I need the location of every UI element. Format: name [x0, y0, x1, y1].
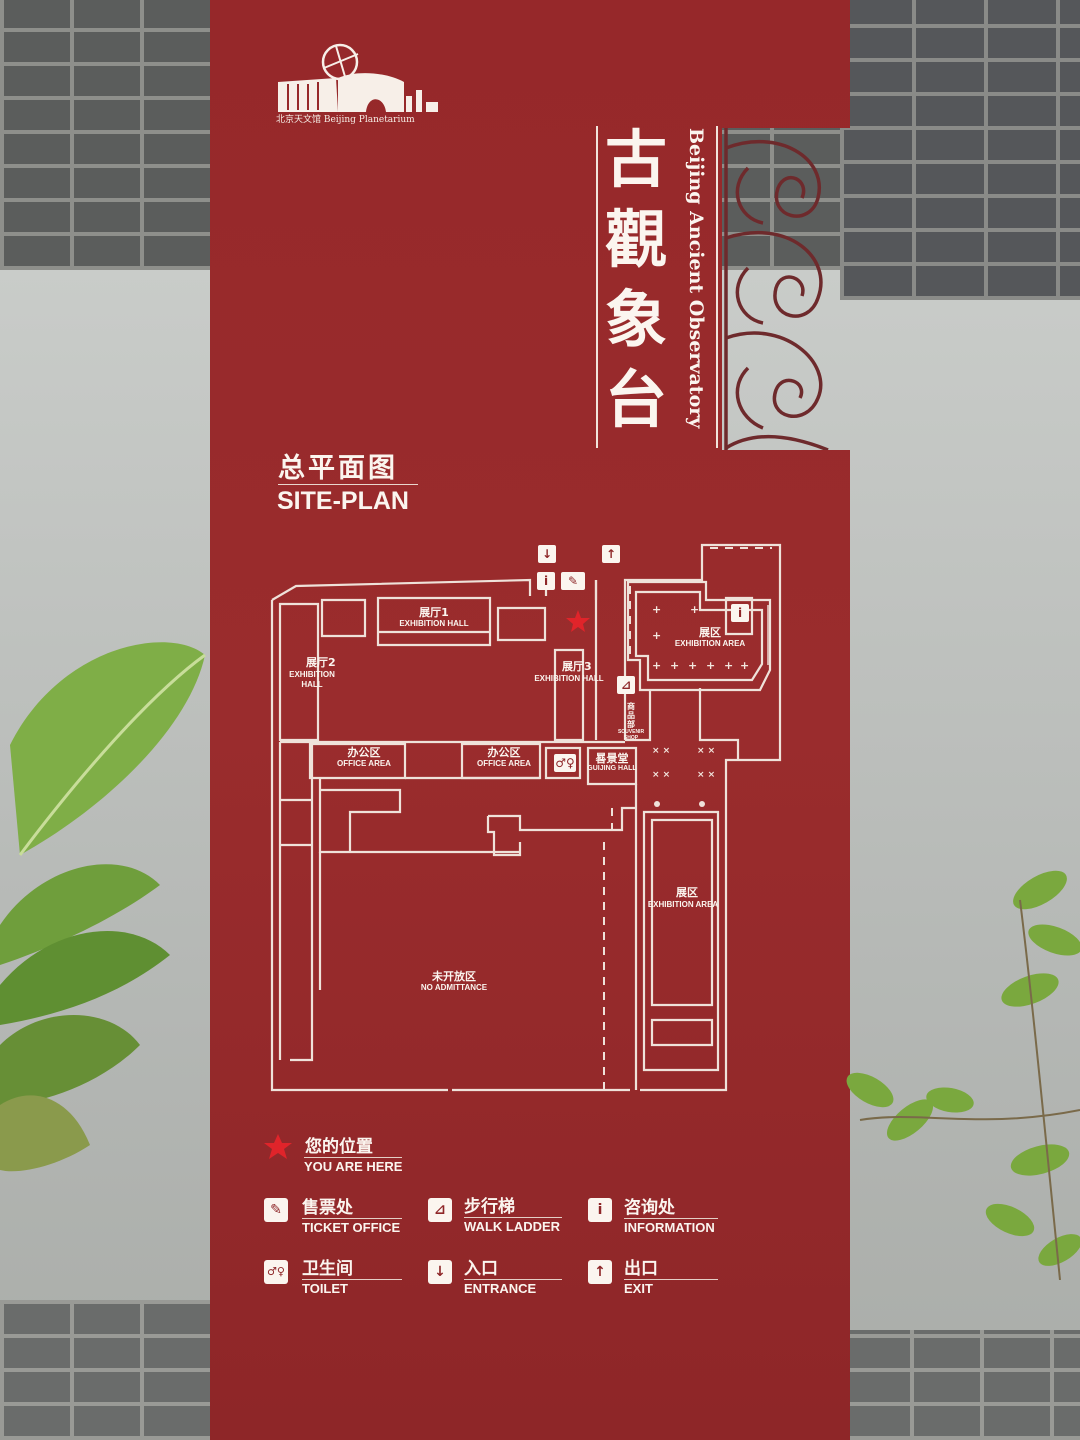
toilet-icon-map: ♂♀ [554, 754, 576, 772]
you-are-here-star-map [566, 610, 590, 632]
information-icon-tower: i [731, 604, 749, 622]
walk-ladder-icon-map: ⊿ [617, 676, 635, 694]
site-plan-title-chinese: 总平面图 [278, 453, 398, 484]
plus-mark: + [652, 659, 662, 672]
legend-rule [624, 1218, 718, 1219]
walk-ladder-icon: ⊿ [428, 1198, 452, 1222]
title-english: Beijing Ancient Observatory [685, 128, 707, 429]
ticket-office-icon: ✎ [264, 1198, 288, 1222]
hall3-label: 展厅3 EXHIBITION HALL [534, 660, 604, 683]
ticket-office-icon-map: ✎ [561, 572, 585, 590]
map-dot-left [654, 801, 660, 807]
legend-rule [624, 1279, 718, 1280]
map-dot-right [699, 801, 705, 807]
x-mark: × × [652, 746, 671, 756]
souvenir-shop-label: 商品部 SOUVENIR SHOP [617, 702, 645, 741]
office-area-left-label: 办公区 OFFICE AREA [337, 746, 391, 768]
toilet-icon: ♂♀ [264, 1260, 288, 1284]
title-chinese: 古觀象台 [604, 123, 667, 436]
legend-entrance-en: ENTRANCE [464, 1281, 537, 1296]
legend-ticket-en: TICKET OFFICE [302, 1220, 401, 1235]
information-icon: i [588, 1198, 612, 1222]
legend-entrance-cn: 入口 [464, 1259, 498, 1279]
brick-wall-bottom-left [0, 1300, 210, 1440]
legend-rule [302, 1218, 402, 1219]
legend-rule [464, 1279, 562, 1280]
you-are-here-star-legend [264, 1134, 292, 1159]
entrance-icon-map: ↓ [538, 545, 556, 563]
legend-rule [302, 1279, 402, 1280]
title-rule-right [716, 126, 718, 448]
legend-info-en: INFORMATION [624, 1220, 715, 1235]
logo-caption: 北京天文馆 Beijing Planetarium [276, 115, 415, 125]
legend-ladder-en: WALK LADDER [464, 1219, 561, 1234]
hall1-label: 展厅1 EXHIBITION HALL [399, 606, 469, 628]
plus-mark: + [724, 659, 734, 672]
x-mark: × × [697, 746, 716, 756]
banana-plant [0, 642, 206, 1172]
guijing-hall-label: 晷景堂 GUIJING HALL [587, 752, 637, 772]
office-area-right-label: 办公区 OFFICE AREA [477, 746, 531, 768]
plus-mark: + [688, 659, 698, 672]
no-admittance-label: 未开放区 NO ADMITTANCE [420, 970, 488, 992]
plus-mark: + [652, 603, 662, 616]
hall2-label: 展厅2 EXHIBITION HALL [289, 656, 336, 689]
legend-exit-cn: 出口 [624, 1259, 658, 1279]
planetarium-logo [278, 43, 438, 112]
plus-mark: + [740, 659, 750, 672]
exit-icon: ↑ [588, 1260, 612, 1284]
information-icon-map: i [537, 572, 555, 590]
plus-mark: + [670, 659, 680, 672]
plus-mark: + [706, 659, 716, 672]
site-plan-title-english: SITE-PLAN [277, 487, 409, 515]
plus-mark: + [690, 603, 700, 616]
x-mark: × × [652, 770, 671, 780]
legend-rule [464, 1217, 562, 1218]
entrance-icon: ↓ [428, 1260, 452, 1284]
plus-mark: + [652, 629, 662, 642]
brick-wall-right [840, 0, 1080, 300]
legend-ticket-cn: 售票处 [302, 1198, 353, 1218]
legend-rule [304, 1157, 402, 1158]
exhibition-area-top-label: 展区 EXHIBITION AREA [674, 626, 746, 648]
ironwork-ornament [724, 128, 829, 450]
legend-you-are-here-en: YOU ARE HERE [304, 1159, 403, 1174]
legend-toilet-cn: 卫生间 [302, 1259, 353, 1279]
x-mark: × × [697, 770, 716, 780]
legend-toilet-en: TOILET [302, 1281, 348, 1296]
site-plan-title-rule [278, 484, 418, 485]
exit-icon-map: ↑ [602, 545, 620, 563]
exhibition-area-side-label: 展区 EXHIBITION AREA [647, 886, 719, 909]
shrub-plant [846, 870, 1080, 1280]
legend-you-are-here-cn: 您的位置 [305, 1137, 373, 1157]
title-rule-left [596, 126, 598, 448]
legend-info-cn: 咨询处 [624, 1198, 675, 1218]
legend-exit-en: EXIT [624, 1281, 653, 1296]
brick-wall-bottom-right [840, 1330, 1080, 1440]
legend-ladder-cn: 步行梯 [464, 1197, 515, 1217]
